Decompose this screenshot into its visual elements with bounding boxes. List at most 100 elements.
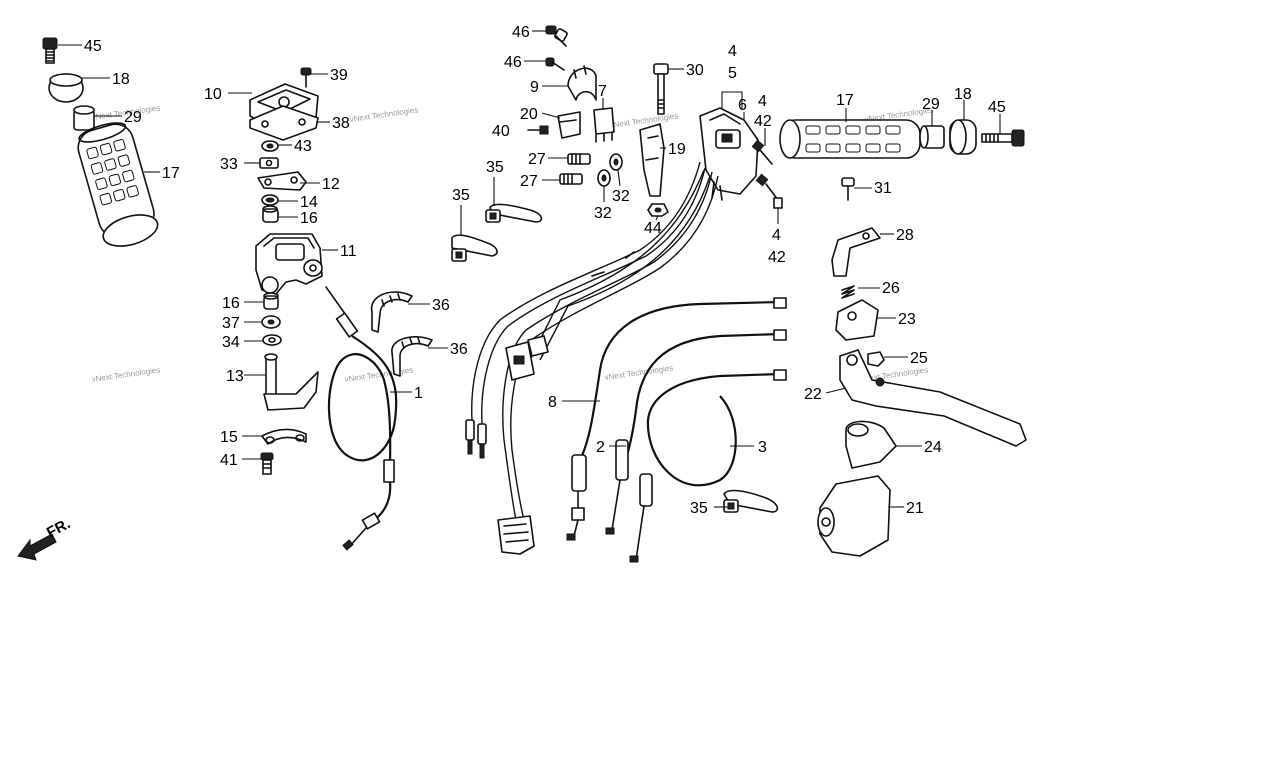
bolt-27-upper [567,153,591,165]
brake-lever-22 [839,349,1027,447]
callout-44: 44 [644,220,662,237]
clamp-9 [567,65,597,101]
throttle-cable-1 [325,286,398,551]
cable-2 [605,329,787,535]
nut-44 [647,203,669,217]
callout-24: 24 [924,439,942,456]
callout-34: 34 [222,334,240,351]
washer-34 [262,334,282,346]
callout-37: 37 [222,315,240,332]
callout-10: 10 [204,86,222,103]
screw-46-upper [545,25,568,47]
callout-46-lower: 46 [504,54,522,71]
nut-43 [261,140,279,152]
callout-32-upper: 32 [612,188,630,205]
grip-17-left [77,122,159,247]
callout-9: 9 [530,79,539,96]
bar-end-weight-18-right [949,119,977,155]
callout-32-lower: 32 [594,205,612,222]
throttle-housing-column [249,67,323,475]
callout-38: 38 [332,115,350,132]
lever-holder-24 [845,420,897,469]
nut-25 [867,351,885,367]
cable-holder-36-lower [391,336,433,377]
cable-holder-36-upper [370,291,413,333]
screw-39 [300,67,312,88]
arm-12 [257,171,307,191]
bolt-27-lower [559,173,583,185]
clip-35-lower [723,489,779,513]
callout-35-upper: 35 [486,159,504,176]
callout-16-lower: 16 [222,295,240,312]
leader-lines [58,30,1001,508]
grip-17-right [779,119,921,159]
callout-45-left: 45 [84,38,102,55]
bolt-45-left [42,37,58,64]
callout-43: 43 [294,138,312,155]
callout-2: 2 [596,439,605,456]
bushing-16-lower [263,292,279,310]
screw-46-lower [545,57,565,71]
callout-5: 5 [728,65,737,82]
watermark-2: vNext Technologies [349,105,419,124]
callout-21: 21 [906,500,924,517]
bracket-20 [557,111,581,139]
callout-36-lower: 36 [450,341,468,358]
clutch-cable-8 [566,297,787,541]
callout-6: 6 [738,97,747,114]
callout-8: 8 [548,394,557,411]
callout-26: 26 [882,280,900,297]
callout-36-upper: 36 [432,297,450,314]
right-grip-assembly [779,119,1025,159]
screw-31 [841,177,855,201]
throttle-housing-11 [255,233,323,295]
bracket-19 [639,123,665,197]
clip-35-left [451,234,498,262]
pivot-23 [835,299,879,341]
callout-46-upper: 46 [512,24,530,41]
wire-harness [465,161,719,555]
callout-16-upper: 16 [300,210,318,227]
bar-end-weight-18-left [48,73,84,103]
left-grip-assembly [42,37,159,247]
gasket-38 [249,105,319,141]
callout-13: 13 [226,368,244,385]
callout-45-right: 45 [988,99,1006,116]
callout-17-right: 17 [836,92,854,109]
callout-4-lower: 4 [772,227,781,244]
callout-12: 12 [322,176,340,193]
callout-33: 33 [220,156,238,173]
callout-28: 28 [896,227,914,244]
clip-35-upper [485,203,543,223]
watermark-5: vNext Technologies [604,363,674,382]
callout-30: 30 [686,62,704,79]
callout-40: 40 [492,123,510,140]
callout-4-top: 4 [728,43,737,60]
front-direction-arrow: FR. [17,515,73,561]
screw-42-lower [755,173,783,209]
cable-3 [629,369,787,563]
bolt-41 [260,452,274,475]
callout-15: 15 [220,429,238,446]
harness-connector-mid [505,335,549,381]
callout-42-lower: 42 [768,249,786,266]
callout-19: 19 [668,141,686,158]
watermark-3: vNext Technologies [91,365,161,384]
collar-29-left [73,105,95,131]
throttle-lever-13 [263,353,319,411]
callout-42-upper: 42 [754,113,772,130]
callout-39: 39 [330,67,348,84]
screw-42-upper [751,139,773,165]
callout-18-right: 18 [954,86,972,103]
washer-33 [259,157,279,169]
callout-35-lower: 35 [690,500,708,517]
spade-terminals [465,419,487,459]
bushing-16-upper [262,205,279,223]
watermark-6: vNext Technologies [609,111,679,130]
callout-22: 22 [804,386,822,403]
callout-17-left: 17 [162,165,180,182]
callout-29-right: 29 [922,96,940,113]
callout-3: 3 [758,439,767,456]
washer-32-left [597,169,611,187]
